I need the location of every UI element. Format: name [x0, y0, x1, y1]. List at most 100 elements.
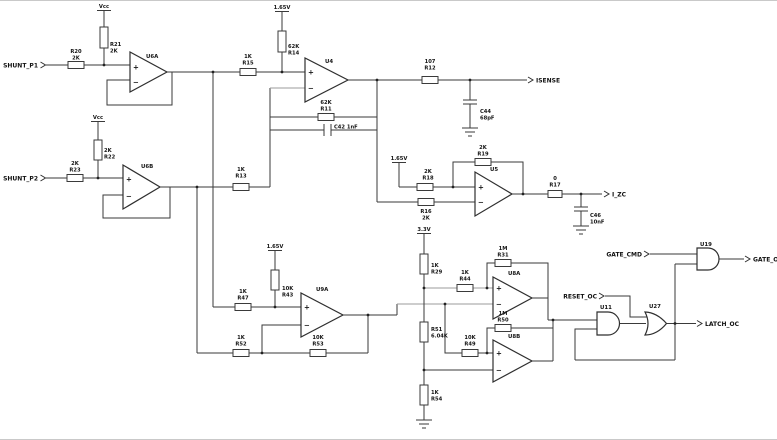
- r13-ref: R13: [235, 174, 247, 180]
- comparator-u8a: + − U8A: [492, 271, 534, 321]
- u8a-plus-pin: +: [496, 285, 502, 293]
- r29-ref: R29: [431, 270, 443, 276]
- r21-ref: R21: [110, 42, 122, 48]
- and-gate-u11: U11: [596, 305, 621, 336]
- r22-ref: R22: [104, 155, 116, 161]
- u6b-ref: U6B: [141, 164, 153, 170]
- resistor-r43: 10K R43: [270, 269, 294, 299]
- v165-rail-label: 1.65V: [274, 5, 291, 11]
- resistor-r31: 1M R31: [494, 246, 512, 267]
- resistor-r51: R51 6.04K: [419, 321, 449, 343]
- isense-arrow-icon: [527, 76, 534, 84]
- r50-ref: R50: [497, 318, 509, 324]
- i-zc-arrow-icon: [603, 190, 610, 198]
- r18-ref: R18: [422, 176, 434, 182]
- r50-value: 1M: [499, 311, 508, 317]
- port-isense: ISENSE: [536, 78, 560, 85]
- r53-ref: R53: [312, 342, 324, 348]
- port-gate-cmd: GATE_CMD: [606, 252, 642, 259]
- u5-minus-pin: −: [478, 199, 484, 207]
- opamp-u9a: + − U9A: [300, 287, 345, 338]
- resistor-r18: 2K R18: [416, 169, 434, 191]
- port-i-zc: I_ZC: [612, 192, 627, 199]
- resistor-r47: 1K R47: [234, 289, 252, 311]
- u6a-ref: U6A: [146, 54, 159, 60]
- u27-ref: U27: [649, 304, 661, 310]
- r31-value: 1M: [499, 246, 508, 252]
- vcc-rail-label: Vcc: [99, 4, 109, 10]
- u6a-plus-pin: +: [133, 64, 139, 72]
- gate-on-arrow-icon: [744, 255, 751, 263]
- resistor-r49: 10K R49: [461, 335, 479, 357]
- r29-value: 1K: [431, 263, 440, 269]
- opamp-u4: + − U4: [304, 57, 350, 103]
- and-gate-u19: U19: [696, 242, 720, 271]
- u11-ref: U11: [600, 305, 612, 311]
- r22-value: 2K: [104, 148, 113, 154]
- latch-oc-arrow-icon: [696, 320, 703, 327]
- r52-ref: R52: [235, 342, 247, 348]
- resistor-r16: R16 2K: [417, 198, 435, 222]
- r20-value: 2K: [72, 56, 81, 62]
- block-threshold-divider: 3.3V 1K R29 R51 6.04K 1K R54 1K R44: [416, 227, 493, 429]
- block-amp-u9a: 1K R47 1.65V 10K R43 1K R52 10K R53 + − …: [197, 244, 493, 357]
- u4-minus-pin: −: [308, 85, 314, 93]
- r17-ref: R17: [549, 183, 561, 189]
- r47-ref: R47: [237, 296, 249, 302]
- resistor-r12: 107 R12: [421, 59, 439, 84]
- port-reset-oc: RESET_OC: [563, 294, 597, 301]
- u9a-ref: U9A: [316, 287, 329, 293]
- u5-plus-pin: +: [478, 184, 484, 192]
- r20-ref: R20: [70, 49, 82, 55]
- resistor-r15: 1K R15: [239, 54, 257, 76]
- r19-ref: R19: [477, 152, 489, 158]
- opamp-u6b: + − U6B: [122, 163, 162, 211]
- r23-value: 2K: [71, 161, 80, 167]
- resistor-r23: 2K R23: [66, 161, 84, 182]
- block-shunt-amp-1: Vcc R21 2K SHUNT_P1 R20 2K + − U6A: [3, 4, 240, 307]
- u8a-ref: U8A: [508, 271, 521, 277]
- r49-ref: R49: [464, 342, 476, 348]
- r13-value: 1K: [237, 167, 246, 173]
- u8a-minus-pin: −: [496, 301, 502, 309]
- resistor-r29: 1K R29: [419, 253, 443, 276]
- gate-cmd-arrow-icon: [643, 250, 650, 258]
- resistor-r19: 2K R19: [474, 145, 492, 166]
- r51-value: 6.04K: [431, 334, 449, 340]
- r11-value: 62K: [320, 100, 332, 106]
- u19-ref: U19: [700, 242, 712, 248]
- comparator-u8b: + − U8B: [492, 334, 534, 384]
- resistor-r44: 1K R44: [456, 270, 474, 292]
- r21-value: 2K: [110, 49, 119, 55]
- resistor-r50: 1M R50: [494, 311, 512, 332]
- resistor-r13: 1K R13: [232, 167, 250, 191]
- r44-value: 1K: [461, 270, 470, 276]
- or-gate-u27: U27: [643, 304, 668, 336]
- r19-value: 2K: [479, 145, 488, 151]
- u6b-minus-pin: −: [126, 193, 132, 201]
- v165-rail-label: 1.65V: [267, 244, 284, 250]
- v33-rail-label: 3.3V: [417, 227, 430, 233]
- resistor-r21: R21 2K: [99, 26, 122, 55]
- c42-label: C42 1nF: [334, 125, 358, 131]
- r43-value: 10K: [282, 286, 294, 292]
- u9a-plus-pin: +: [304, 304, 310, 312]
- c44-value: 68pF: [480, 116, 495, 122]
- resistor-r20: R20 2K: [67, 49, 85, 69]
- block-shunt-amp-2: Vcc 2K R22 SHUNT_P2 2K R23 + − U6B 1K R1…: [3, 115, 270, 353]
- r49-value: 10K: [464, 335, 476, 341]
- r53-value: 10K: [312, 335, 324, 341]
- c46-value: 10nF: [590, 220, 605, 226]
- r12-ref: R12: [424, 66, 436, 72]
- port-latch-oc: LATCH_OC: [705, 321, 740, 328]
- c44-ref: C44: [480, 109, 491, 115]
- block-zc-comparator-u5: 1.65V 2K R18 2K R19 R16 2K + − U5 0 R17: [377, 145, 627, 235]
- v165-rail-label: 1.65V: [391, 156, 408, 162]
- resistor-r53: 10K R53: [309, 335, 327, 357]
- u8b-minus-pin: −: [496, 367, 502, 375]
- capacitor-c42: C42 1nF: [334, 125, 358, 131]
- port-shunt-p1: SHUNT_P1: [3, 63, 38, 70]
- r15-value: 1K: [244, 54, 253, 60]
- r47-value: 1K: [239, 289, 248, 295]
